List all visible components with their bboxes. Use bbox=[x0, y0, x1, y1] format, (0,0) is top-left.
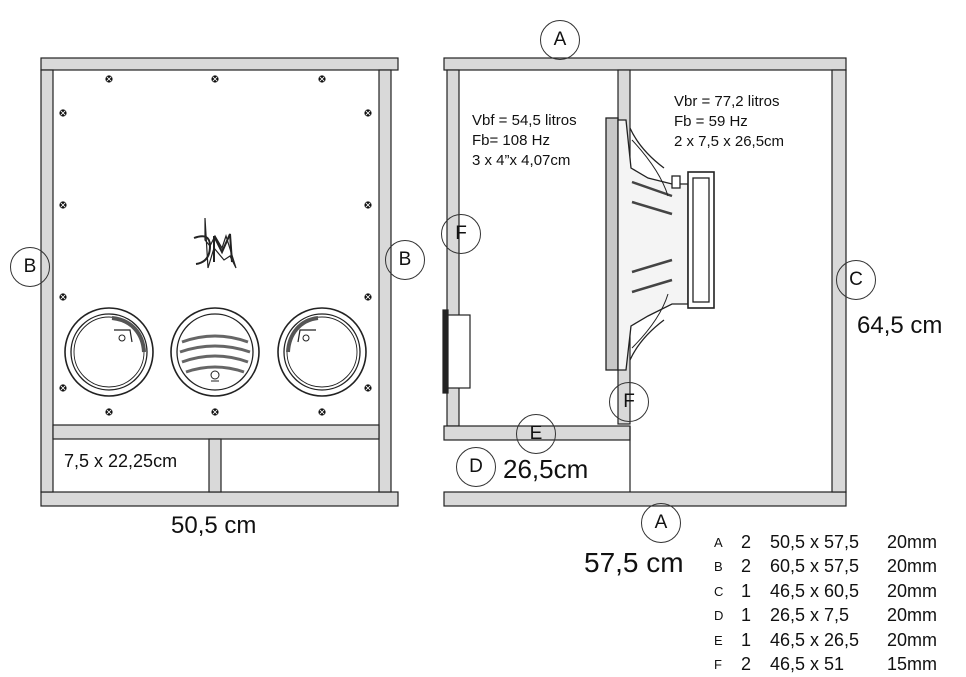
side-top-panel bbox=[444, 58, 846, 70]
cut-thickness: 20mm bbox=[887, 579, 957, 604]
front-view bbox=[41, 58, 398, 506]
cut-panel-id: C bbox=[708, 579, 741, 604]
cut-panel-id: F bbox=[708, 653, 741, 677]
port-height-label: 26,5cm bbox=[503, 456, 588, 482]
subwoofer-driver-icon bbox=[606, 118, 714, 370]
panel-label-a-bottom: A bbox=[641, 503, 681, 543]
cut-thickness: 15mm bbox=[887, 653, 957, 677]
panel-label-f-upper: F bbox=[441, 214, 481, 254]
panel-label-b-left: B bbox=[10, 247, 50, 287]
cut-size: 50,5 x 57,5 bbox=[770, 530, 887, 555]
front-right-panel bbox=[379, 70, 391, 492]
front-port-right bbox=[278, 308, 366, 396]
panel-label-f-lower: F bbox=[609, 382, 649, 422]
rear-chamber-notes: Vbr = 77,2 litros Fb = 59 Hz 2 x 7,5 x 2… bbox=[674, 92, 784, 152]
cut-panel-id: B bbox=[708, 555, 741, 580]
cut-size: 46,5 x 51 bbox=[770, 653, 887, 677]
cut-size: 60,5 x 57,5 bbox=[770, 555, 887, 580]
front-chamber-ports: 3 x 4”x 4,07cm bbox=[472, 151, 577, 171]
cut-thickness: 20mm bbox=[887, 530, 957, 555]
cut-quantity: 1 bbox=[741, 628, 770, 653]
cut-thickness: 20mm bbox=[887, 628, 957, 653]
cut-quantity: 1 bbox=[741, 604, 770, 629]
side-depth-label: 57,5 cm bbox=[584, 549, 684, 577]
front-top-panel bbox=[41, 58, 398, 70]
panel-label-b-right: B bbox=[385, 240, 425, 280]
cut-quantity: 1 bbox=[741, 579, 770, 604]
front-port-left bbox=[65, 308, 153, 396]
front-port-label: 7,5 x 22,25cm bbox=[64, 452, 177, 470]
front-bottom-panel bbox=[41, 492, 398, 506]
front-port-center bbox=[171, 308, 259, 396]
cut-panel-id: E bbox=[708, 628, 741, 653]
panel-label-c: C bbox=[836, 260, 876, 300]
front-port-divider bbox=[209, 439, 221, 492]
front-width-label: 50,5 cm bbox=[171, 514, 256, 538]
cut-quantity: 2 bbox=[741, 653, 770, 677]
panel-label-d: D bbox=[456, 447, 496, 487]
cut-thickness: 20mm bbox=[887, 604, 957, 629]
side-front-port bbox=[443, 310, 470, 393]
panel-label-e: E bbox=[516, 414, 556, 454]
cut-panel-id: D bbox=[708, 604, 741, 629]
rear-chamber-volume: Vbr = 77,2 litros bbox=[674, 92, 784, 112]
cut-size: 46,5 x 26,5 bbox=[770, 628, 887, 653]
side-bottom-panel bbox=[444, 492, 846, 506]
panel-label-a-top: A bbox=[540, 20, 580, 60]
cut-size: 46,5 x 60,5 bbox=[770, 579, 887, 604]
jm-logo-icon bbox=[194, 218, 236, 268]
front-chamber-notes: Vbf = 54,5 litros Fb= 108 Hz 3 x 4”x 4,0… bbox=[472, 111, 577, 171]
cut-quantity: 2 bbox=[741, 530, 770, 555]
rear-chamber-tuning: Fb = 59 Hz bbox=[674, 112, 784, 132]
rear-chamber-port: 2 x 7,5 x 26,5cm bbox=[674, 132, 784, 152]
side-height-label: 64,5 cm bbox=[857, 314, 942, 338]
front-shelf bbox=[53, 425, 379, 439]
cut-thickness: 20mm bbox=[887, 555, 957, 580]
cut-quantity: 2 bbox=[741, 555, 770, 580]
cut-size: 26,5 x 7,5 bbox=[770, 604, 887, 629]
cut-panel-id: A bbox=[708, 530, 741, 555]
front-chamber-volume: Vbf = 54,5 litros bbox=[472, 111, 577, 131]
front-chamber-tuning: Fb= 108 Hz bbox=[472, 131, 577, 151]
